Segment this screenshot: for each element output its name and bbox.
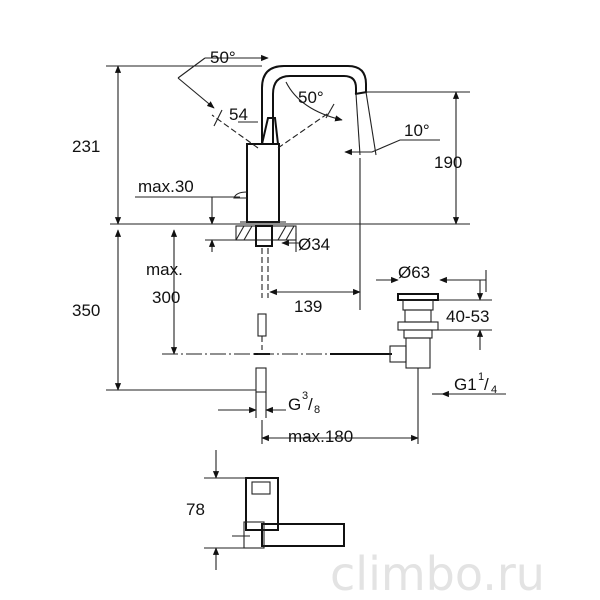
under-depth-dimension: 350 [72,229,256,391]
waste-diameter-label: Ø63 [398,263,430,282]
swivel-angle-label: 10° [404,121,430,140]
under-depth-label: 350 [72,301,100,320]
spout-height-dimension: 190 [366,91,470,225]
supply-hoses [254,248,270,393]
spout-angle-dimension: 50° [285,81,343,122]
waste-assembly [389,293,439,400]
spout-reach-label: 139 [294,297,322,316]
deck-hatch [235,225,297,247]
faucet-spout [261,65,368,144]
supply-thread-num: 3 [302,390,308,402]
top-view-height-label: 78 [186,500,205,519]
waste-diameter-dimension: Ø63 [376,263,487,292]
waste-thread-num: 1 [478,371,484,383]
top-view [232,477,345,549]
lever-length-dimension: 54 [229,105,258,124]
supply-thread-base: G [288,395,301,414]
svg-text:/: / [308,395,313,414]
waste-thread-base: G1 [454,375,477,394]
spout-angle-label: 50° [298,88,324,107]
under-height-dimension: max. 300 [146,229,183,355]
under-height-label-2: 300 [152,288,180,307]
total-height-dimension: 231 [72,65,262,225]
waste-range-label: 40-53 [446,307,489,326]
watermark: climbo.ru [330,547,545,600]
waste-range-dimension: 40-53 [438,280,492,350]
deck-thickness-dimension: max.30 [135,177,240,252]
spout-height-label: 190 [434,153,462,172]
rod-length-label: max.180 [288,427,353,446]
top-view-height-dimension: 78 [186,450,246,570]
supply-thread-den: 8 [314,404,320,416]
deck-thickness-label: max.30 [138,177,194,196]
waste-thread-dimension: G1 1 / 4 [432,371,506,398]
top-angle-label: 50° [210,48,236,67]
hole-diameter-label: Ø34 [298,235,330,254]
rod-length-dimension: max.180 [261,400,419,446]
top-angle-dimension: 50° [177,48,269,109]
total-height-label: 231 [72,137,100,156]
faucet-body [233,117,286,223]
waste-thread-den: 4 [491,384,497,396]
lever-length-label: 54 [229,105,248,124]
svg-text:/: / [484,375,489,394]
hole-diameter-dimension: Ø34 [281,233,330,254]
supply-thread-dimension: G 3 / 8 [218,390,320,418]
swivel-angle-dimension: 10° [344,91,440,156]
under-height-label-1: max. [146,260,183,279]
spout-reach-dimension: 139 [269,158,361,316]
